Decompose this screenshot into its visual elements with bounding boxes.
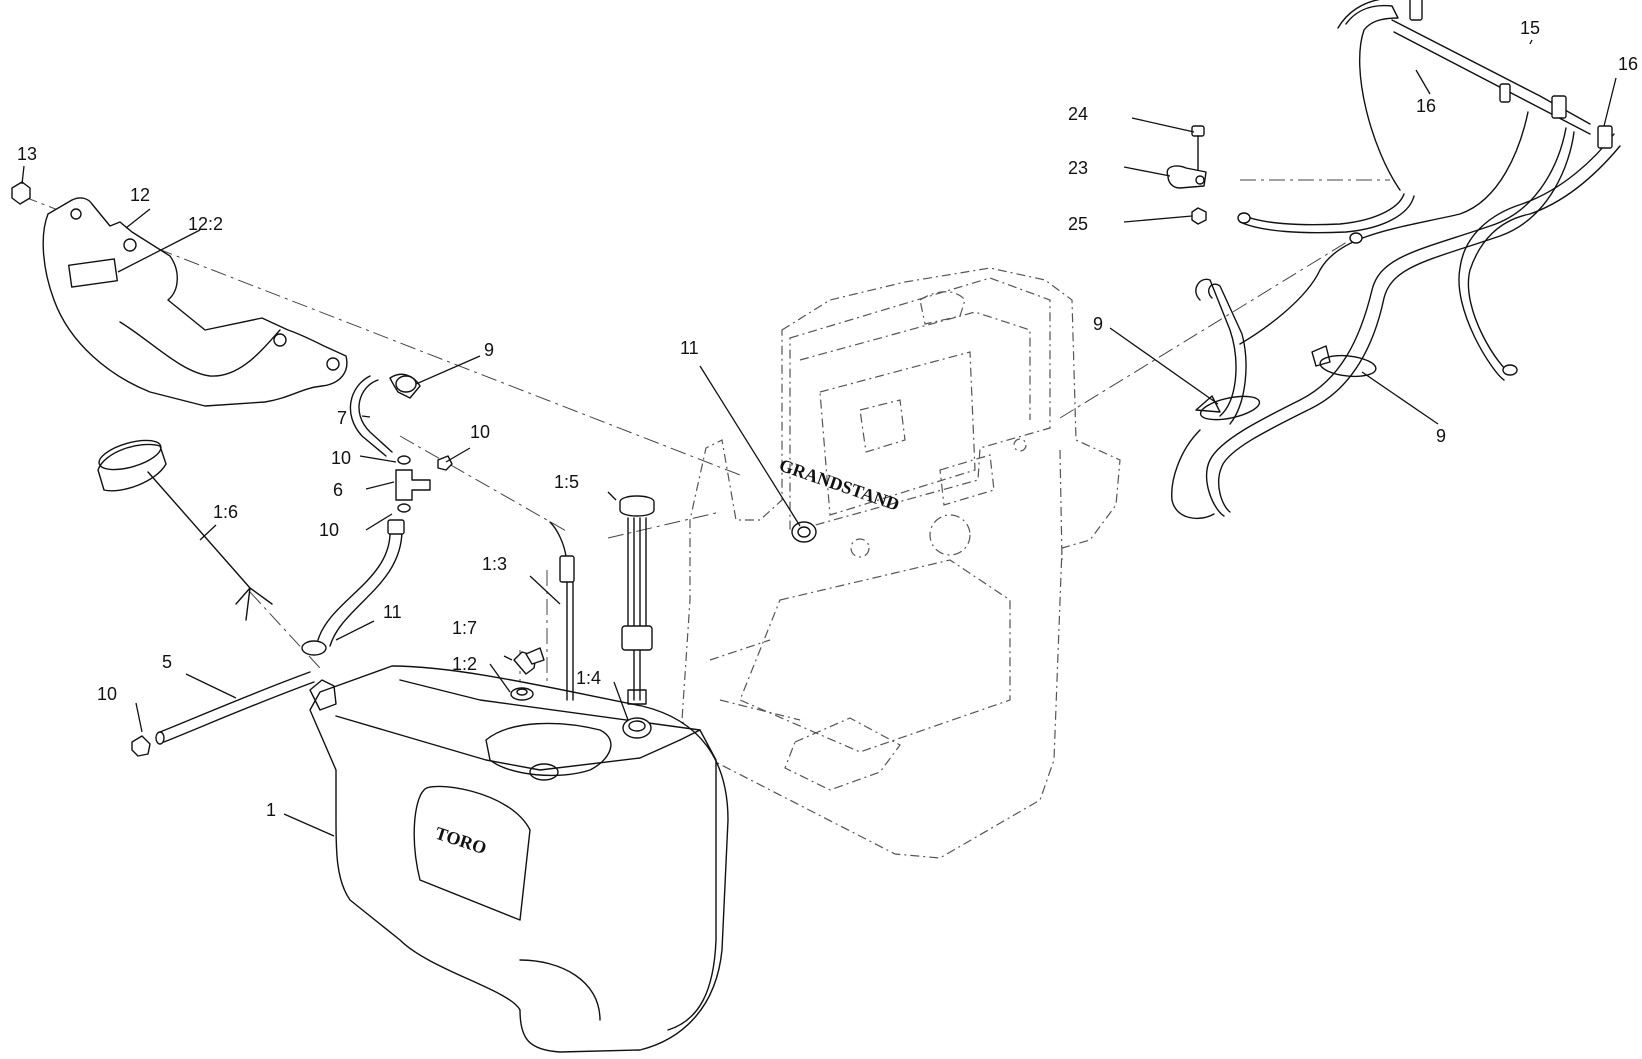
clamp-10-side [437, 455, 453, 471]
callout-23: 23 [1068, 158, 1088, 178]
bushing-1-2 [510, 687, 534, 701]
pickup-tube-1-3 [549, 521, 575, 701]
fuel-hose-5 [155, 671, 315, 745]
grommet-1-4 [622, 717, 652, 739]
callout-1-5: 1:5 [554, 472, 579, 492]
callout-11-frame: 11 [680, 338, 699, 358]
callout-1-6: 1:6 [213, 502, 238, 522]
callout-9-left: 9 [1093, 314, 1103, 334]
callout-6: 6 [333, 480, 343, 500]
callout-labels: 1 1:2 1:3 1:4 1:5 1:6 1:7 5 6 7 9 9 9 10… [17, 18, 1638, 820]
leader-lines [21, 39, 1617, 837]
callout-24: 24 [1068, 104, 1088, 124]
callout-16-right: 16 [1618, 54, 1638, 74]
nut-25 [1191, 207, 1207, 225]
hose-6-to-11 [301, 519, 405, 656]
clamp-23 [1166, 165, 1207, 189]
zip-tie-9-left [1195, 395, 1261, 421]
tee-fitting-6 [395, 455, 431, 513]
zip-tie-9-right [1311, 345, 1377, 378]
callout-13: 13 [17, 144, 37, 164]
callout-10-mid: 10 [319, 520, 339, 540]
frame-console [681, 267, 1121, 859]
callout-12-2: 12:2 [188, 214, 223, 234]
callout-15: 15 [1520, 18, 1540, 38]
callout-11-hose: 11 [383, 602, 402, 622]
elbow-fitting-1-7 [513, 647, 545, 675]
vent-hose-7 [349, 373, 421, 457]
callout-1-4: 1:4 [576, 668, 601, 688]
callout-1-2: 1:2 [452, 654, 477, 674]
callout-10-side: 10 [470, 422, 490, 442]
fuel-tank [309, 665, 729, 1053]
callout-5: 5 [162, 652, 172, 672]
heat-shield [42, 197, 348, 407]
fuel-sender-1-5 [619, 495, 655, 705]
callout-10-upper: 10 [331, 448, 351, 468]
callout-1: 1 [266, 800, 276, 820]
callout-10-bottom: 10 [97, 684, 117, 704]
clamp-10-bottom [131, 735, 151, 757]
callout-12: 12 [130, 185, 150, 205]
callout-1-7: 1:7 [452, 618, 477, 638]
hose-harness [1171, 0, 1621, 520]
frame-logo: GRANDSTAND [777, 455, 902, 515]
callout-7: 7 [337, 408, 347, 428]
callout-16-left: 16 [1416, 96, 1436, 116]
callout-9-right: 9 [1436, 426, 1446, 446]
bolt-13 [11, 181, 31, 205]
fuel-cap [97, 439, 273, 621]
callout-1-3: 1:3 [482, 554, 507, 574]
callout-25: 25 [1068, 214, 1088, 234]
frame-grommet [791, 521, 817, 543]
alignment-lines [21, 179, 1390, 770]
callout-9-hose: 9 [484, 340, 494, 360]
